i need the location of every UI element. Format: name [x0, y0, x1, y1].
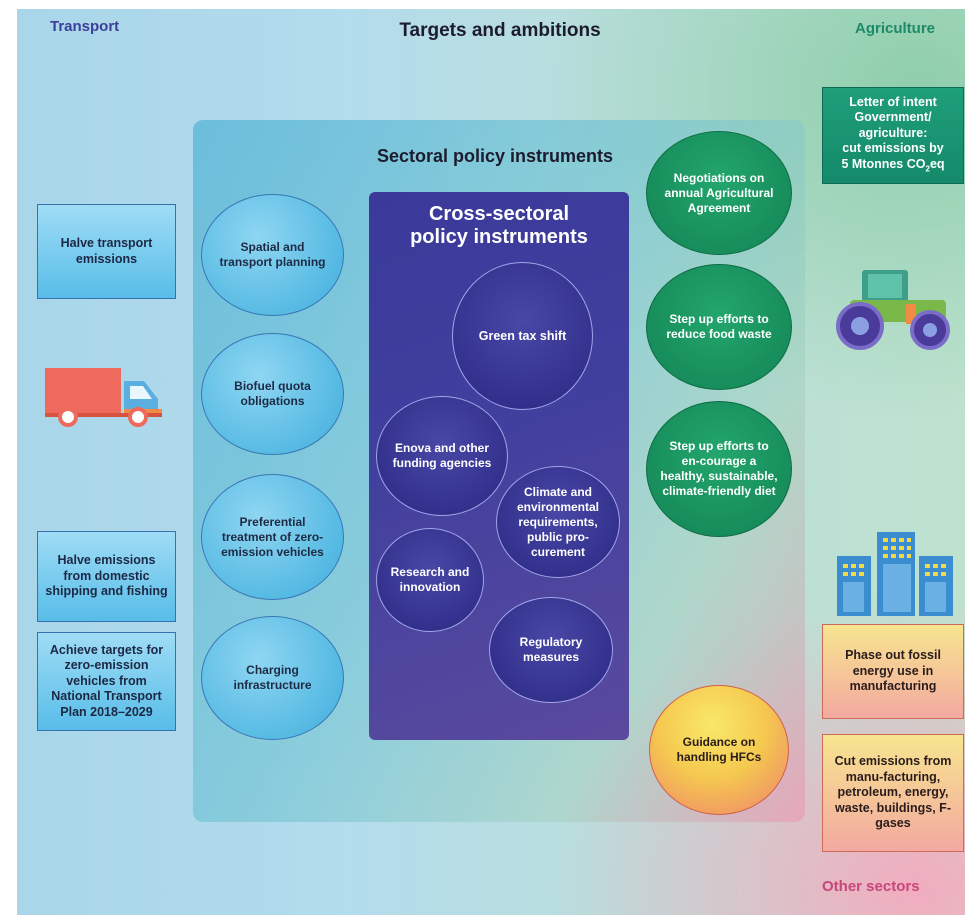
instrument-circle: Biofuel quota obligations [201, 333, 344, 455]
other-sectors-label: Other sectors [822, 878, 920, 895]
other-target-box: Phase out fossil energy use in manufactu… [822, 624, 964, 719]
main-title: Targets and ambitions [399, 20, 601, 41]
agri-instrument-circle: Negotiations on annual Agricultural Agre… [646, 131, 792, 255]
truck-icon [45, 368, 162, 427]
instrument-circle: Spatial and transport planning [201, 194, 344, 316]
agri-target-text: eq [929, 156, 945, 171]
agri-target-line: cut emissions by [842, 141, 944, 155]
transport-label: Transport [50, 18, 120, 35]
agri-target-text: 5 Mtonnes CO [841, 156, 926, 171]
agri-target-line: 5 Mtonnes CO2eq [841, 157, 944, 177]
cross-instrument-circle: Research and innovation [376, 528, 484, 632]
cross-instrument-circle: Regulatory measures [489, 597, 613, 703]
other-instrument-circle: Guidance on handling HFCs [649, 685, 789, 815]
cross-instrument-circle: Green tax shift [452, 262, 593, 410]
tractor-icon [836, 270, 950, 350]
agri-target-line: Letter of intent [849, 94, 937, 109]
instrument-circle: Preferential treatment of zero-emission … [201, 474, 344, 600]
transport-target-box: Halve emissions from domestic shipping a… [37, 531, 176, 622]
agri-target-box: Letter of intent Government/ agriculture… [822, 87, 964, 184]
cross-sectoral-title: Cross-sectoral policy instruments [369, 203, 629, 249]
buildings-icon [837, 532, 953, 616]
cross-title-line: Cross-sectoral [428, 203, 570, 225]
instrument-circle: Charging infrastructure [201, 616, 344, 740]
cross-title-line: policy instruments [410, 226, 588, 248]
agri-target-subscript: 2 [925, 164, 930, 173]
agriculture-label: Agriculture [855, 20, 936, 37]
other-target-box: Cut emissions from manu-facturing, petro… [822, 734, 964, 852]
cross-instrument-circle: Enova and other funding agencies [376, 396, 508, 516]
agri-instrument-circle: Step up efforts to en-courage a healthy,… [646, 401, 792, 537]
sectoral-title: Sectoral policy instruments [376, 146, 614, 166]
agri-instrument-circle: Step up efforts to reduce food waste [646, 264, 792, 390]
agri-target-line: Government/ [854, 110, 932, 124]
cross-instrument-circle: Climate and environmental requirements, … [496, 466, 620, 578]
transport-target-box: Achieve targets for zero-emission vehicl… [37, 632, 176, 731]
agri-target-line: agriculture: [858, 125, 928, 140]
transport-target-box: Halve transport emissions [37, 204, 176, 299]
